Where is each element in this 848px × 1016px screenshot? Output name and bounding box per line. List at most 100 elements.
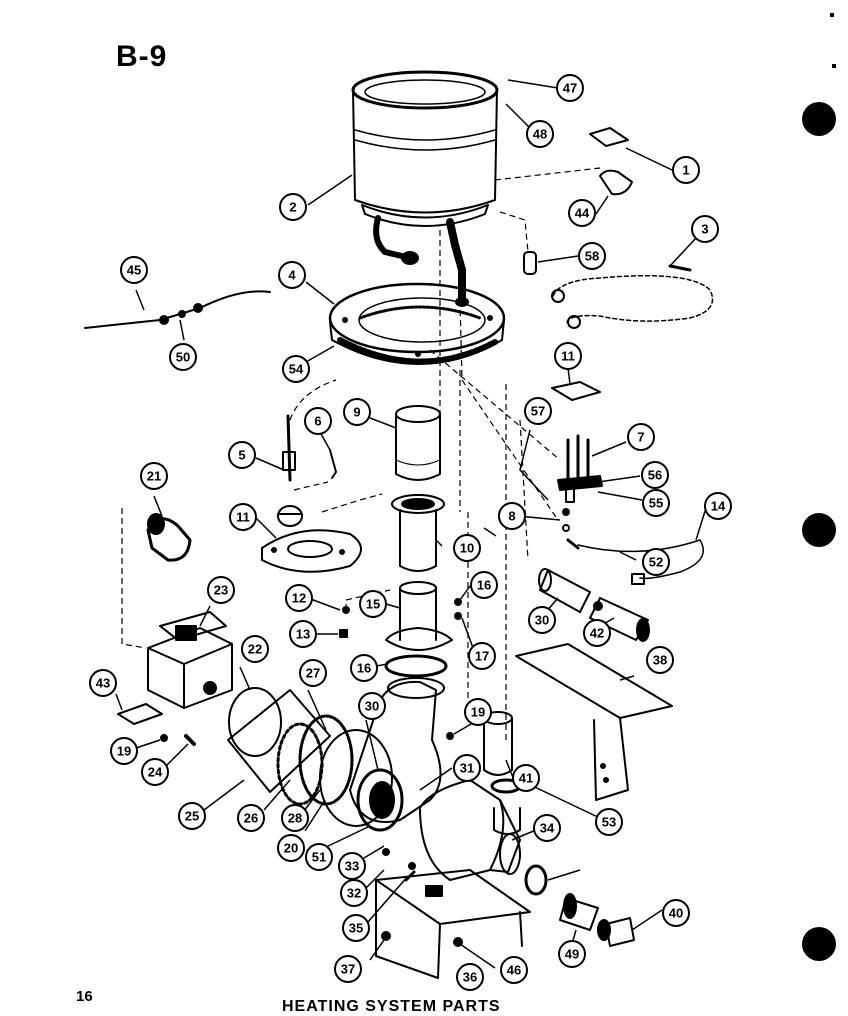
callout: 31 (453, 754, 481, 782)
thermocouple-3 (552, 274, 714, 323)
svg-text:14: 14 (711, 499, 726, 514)
callout: 9 (343, 398, 371, 426)
svg-text:6: 6 (314, 414, 321, 429)
svg-text:12: 12 (292, 591, 306, 606)
svg-text:30: 30 (535, 613, 549, 628)
callout: 36 (456, 963, 484, 991)
pilot-5 (277, 414, 303, 527)
svg-text:19: 19 (471, 705, 485, 720)
svg-text:28: 28 (288, 811, 302, 826)
svg-text:55: 55 (649, 496, 663, 511)
callout: 47 (556, 74, 584, 102)
callout: 54 (282, 355, 310, 383)
svg-text:21: 21 (147, 469, 161, 484)
svg-text:50: 50 (176, 350, 190, 365)
callout: 15 (359, 590, 387, 618)
page-number: 16 (76, 988, 93, 1005)
callout: 46 (500, 956, 528, 984)
callout: 30 (358, 692, 386, 720)
svg-text:23: 23 (214, 583, 228, 598)
wire-45 (84, 319, 161, 329)
svg-text:27: 27 (306, 666, 320, 681)
callout: 17 (468, 642, 496, 670)
elbow-21 (146, 513, 192, 562)
svg-text:49: 49 (565, 947, 579, 962)
callout: 8 (498, 502, 526, 530)
callout: 20 (277, 834, 305, 862)
svg-text:7: 7 (637, 430, 644, 445)
callout: 12 (285, 584, 313, 612)
callout: 16 (470, 571, 498, 599)
gasket-11-left (261, 529, 362, 573)
callout: 58 (578, 242, 606, 270)
callout: 50 (169, 343, 197, 371)
nozzle-42 (589, 597, 650, 642)
igniter-assembly-7 (557, 434, 603, 503)
binder-hole-middle (802, 513, 836, 547)
callout: 21 (140, 462, 168, 490)
callout: 44 (568, 199, 596, 227)
svg-text:11: 11 (236, 510, 250, 525)
callout: 16 (350, 654, 378, 682)
callout: 19 (110, 737, 138, 765)
callout: 51 (305, 843, 333, 871)
callout: 11 (554, 342, 582, 370)
svg-text:24: 24 (148, 765, 163, 780)
svg-text:1: 1 (682, 163, 689, 178)
diagram-caption: HEATING SYSTEM PARTS (282, 998, 501, 1015)
svg-text:42: 42 (590, 626, 604, 641)
svg-text:10: 10 (460, 541, 474, 556)
callout: 38 (646, 646, 674, 674)
svg-text:4: 4 (288, 268, 296, 283)
callout: 35 (342, 914, 370, 942)
callout: 24 (141, 758, 169, 786)
callout: 22 (241, 635, 269, 663)
svg-text:43: 43 (96, 676, 110, 691)
callout: 13 (289, 620, 317, 648)
burner-ring (328, 282, 506, 365)
svg-text:32: 32 (347, 886, 361, 901)
callout: 37 (334, 955, 362, 983)
page-label: B-9 (116, 40, 168, 73)
corner-mark (832, 64, 836, 68)
callout: 27 (299, 659, 327, 687)
svg-text:11: 11 (561, 349, 575, 364)
svg-text:51: 51 (312, 850, 326, 865)
lead-14 (577, 539, 704, 580)
svg-text:47: 47 (563, 81, 577, 96)
svg-text:45: 45 (127, 263, 141, 278)
callout: 7 (627, 423, 655, 451)
binder-hole-bottom (802, 927, 836, 961)
callout: 32 (340, 879, 368, 907)
gasket-16 (384, 654, 448, 678)
tube-10 (391, 494, 445, 572)
svg-text:8: 8 (508, 509, 515, 524)
callout: 10 (453, 534, 481, 562)
bracket-1 (589, 127, 629, 147)
leader-lines (115, 79, 707, 969)
callout: 34 (533, 814, 561, 842)
fuse-58 (523, 251, 537, 275)
callout: 25 (178, 802, 206, 830)
callout: 5 (228, 441, 256, 469)
svg-text:46: 46 (507, 963, 521, 978)
motor-bracket-36 (375, 848, 531, 979)
svg-text:34: 34 (540, 821, 555, 836)
callout: 11 (229, 503, 257, 531)
svg-text:17: 17 (475, 649, 489, 664)
svg-text:20: 20 (284, 841, 298, 856)
callout: 30 (528, 606, 556, 634)
callout: 2 (279, 193, 307, 221)
blower-plates (227, 687, 393, 827)
svg-text:13: 13 (296, 627, 310, 642)
mounting-bracket-38 (515, 643, 673, 801)
callout: 57 (524, 397, 552, 425)
callout: 42 (583, 619, 611, 647)
callout: 49 (558, 940, 586, 968)
svg-text:37: 37 (341, 962, 355, 977)
svg-text:15: 15 (366, 597, 380, 612)
svg-text:2: 2 (289, 200, 296, 215)
gasket-11-right (551, 381, 601, 401)
